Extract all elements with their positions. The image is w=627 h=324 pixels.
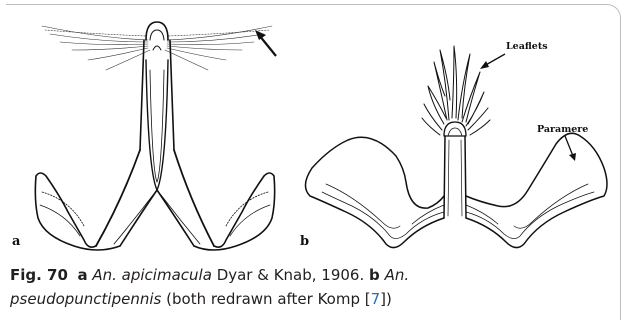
caption-part-b-species-line2: pseudopunctipennis [10,290,161,308]
panel-b-label: b [300,234,309,249]
caption-part-a-letter: a [77,266,87,284]
caption-part-b-note-prefix: (both redrawn after Komp [ [166,290,370,308]
figure-caption: Fig. 70 a An. apicimacula Dyar & Knab, 1… [10,263,615,311]
caption-part-b-note-suffix: ]) [380,290,392,308]
panel-b-drawing [305,46,607,248]
figure-number: Fig. 70 [10,266,68,284]
paramere-annotation: Paramere [537,124,588,135]
leaflets-annotation: Leaflets [506,41,548,52]
panel-a-drawing [35,22,274,250]
panel-a-leaflet-fan [42,26,272,70]
panel-b-paramere-arrow [565,136,576,161]
caption-reference-link[interactable]: 7 [371,290,381,308]
caption-part-a-authority: Dyar & Knab, 1906. [217,266,365,284]
panel-a-arrow [255,30,276,56]
caption-part-a-species: An. apicimacula [92,266,212,284]
caption-part-b-species-line1: An. [385,266,410,284]
figure-illustration [0,0,627,262]
panel-a-label: a [12,234,20,249]
panel-b-leaflets-arrow [480,54,505,69]
caption-part-b-letter: b [369,266,380,284]
